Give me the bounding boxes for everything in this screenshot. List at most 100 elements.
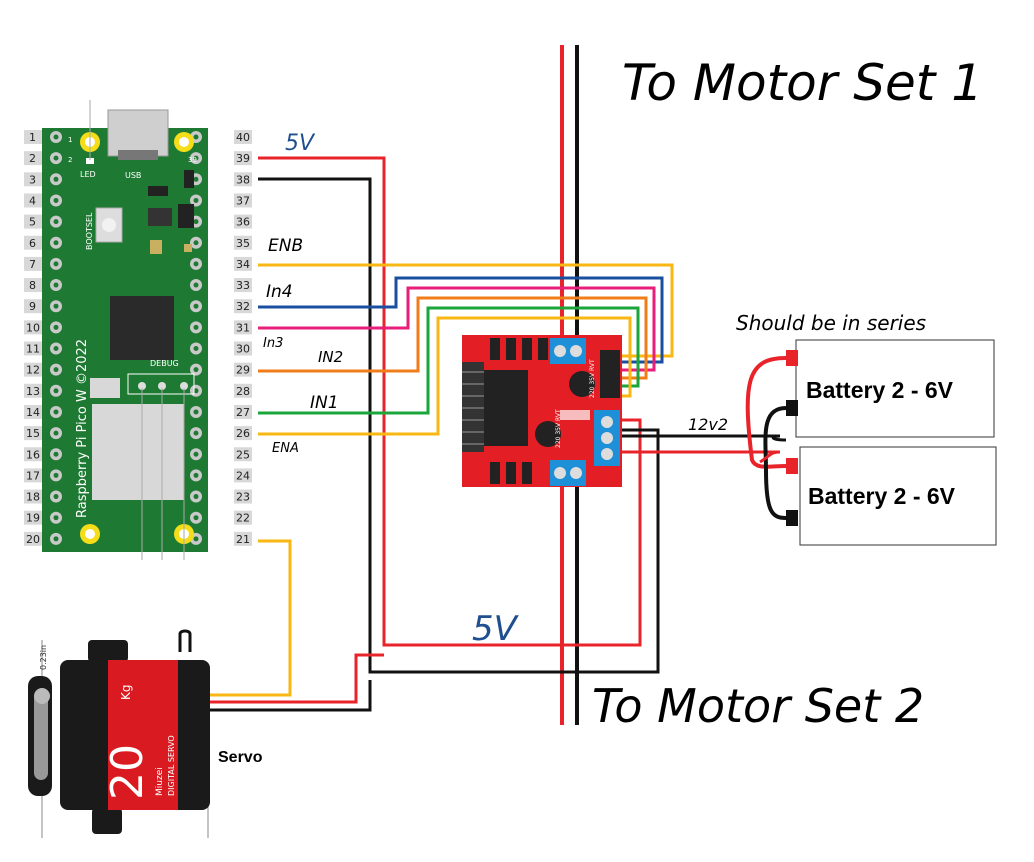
battery-2-label: Battery 2 - 6V <box>808 483 956 509</box>
svg-text:37: 37 <box>236 194 250 207</box>
svg-text:DEBUG: DEBUG <box>150 359 179 368</box>
svg-text:0.23in: 0.23in <box>39 645 48 670</box>
svg-text:22: 22 <box>236 512 250 525</box>
pin-25: 25 <box>190 447 252 462</box>
pin-19: 19 <box>24 510 62 525</box>
pin-21: 21 <box>190 531 252 546</box>
svg-text:38: 38 <box>236 173 250 186</box>
signal-wires <box>258 263 674 436</box>
rp2040-chip <box>110 296 174 360</box>
pin-35: 35 <box>190 235 252 250</box>
pin-9: 9 <box>24 299 62 314</box>
pin-31: 31 <box>190 320 252 335</box>
label-in2: IN2 <box>318 348 343 366</box>
batteries: Battery 2 - 6V Battery 2 - 6V <box>745 339 997 546</box>
pin-4: 4 <box>24 193 62 208</box>
pin-40: 40 <box>190 130 252 144</box>
svg-text:23: 23 <box>236 491 250 504</box>
pin-10: 10 <box>24 320 62 335</box>
svg-text:36: 36 <box>236 216 250 229</box>
svg-text:9: 9 <box>29 300 36 313</box>
pin-24: 24 <box>190 468 252 483</box>
svg-text:27: 27 <box>236 406 250 419</box>
pin-15: 15 <box>24 426 62 441</box>
svg-text:4: 4 <box>29 194 36 207</box>
motor-driver: 220 35V RVT 220 35V RVT <box>462 335 622 487</box>
battery-1-label: Battery 2 - 6V <box>806 377 954 403</box>
svg-text:20: 20 <box>102 744 153 800</box>
pin-16: 16 <box>24 447 62 462</box>
pin-27: 27 <box>190 404 252 419</box>
svg-text:1: 1 <box>29 131 36 144</box>
label-ena: ENA <box>272 441 299 456</box>
svg-text:Raspberry Pi Pico W ©2022: Raspberry Pi Pico W ©2022 <box>75 339 90 518</box>
svg-text:13: 13 <box>26 385 40 398</box>
svg-text:14: 14 <box>26 406 40 419</box>
pin-20: 20 <box>24 531 62 546</box>
battery-1 <box>795 339 995 438</box>
svg-text:10: 10 <box>26 321 40 334</box>
svg-text:USB: USB <box>125 171 141 180</box>
svg-text:220 35V RVT: 220 35V RVT <box>555 409 562 448</box>
svg-text:40: 40 <box>236 131 250 144</box>
svg-text:30: 30 <box>236 343 250 356</box>
svg-text:BOOTSEL: BOOTSEL <box>85 212 94 250</box>
svg-text:1: 1 <box>68 136 72 144</box>
svg-text:16: 16 <box>26 448 40 461</box>
svg-text:7: 7 <box>29 258 36 271</box>
pin-12: 12 <box>24 362 62 377</box>
svg-text:220 35V RVT: 220 35V RVT <box>589 359 596 398</box>
svg-text:6: 6 <box>29 237 36 250</box>
svg-text:3: 3 <box>29 173 36 186</box>
servo-label-band <box>108 660 178 810</box>
svg-text:19: 19 <box>26 512 40 525</box>
svg-text:11: 11 <box>26 343 40 356</box>
servo-label: Servo <box>218 749 263 766</box>
title-motor-set-1: To Motor Set 1 <box>622 54 983 112</box>
wifi-module <box>92 404 184 500</box>
pin-29: 29 <box>190 362 252 377</box>
pin-2: 2 <box>24 151 62 166</box>
svg-text:18: 18 <box>26 491 40 504</box>
svg-text:LED: LED <box>80 170 96 179</box>
pin-37: 37 <box>190 193 252 208</box>
pin-30: 30 <box>190 341 252 356</box>
svg-text:15: 15 <box>26 427 40 440</box>
servo: 0.23in 20 Kg Miuzei DIGITAL SERVO <box>28 629 210 838</box>
pin-13: 13 <box>24 383 62 398</box>
power-wires <box>210 156 780 712</box>
pin-5: 5 <box>24 214 62 229</box>
svg-text:Kg: Kg <box>119 685 133 701</box>
svg-text:39: 39 <box>236 152 250 165</box>
svg-text:34: 34 <box>236 258 250 271</box>
svg-text:2: 2 <box>29 152 36 165</box>
label-5v-bottom: 5V <box>472 609 520 649</box>
pin-26: 26 <box>190 426 252 441</box>
pin-22: 22 <box>190 510 252 525</box>
svg-text:21: 21 <box>236 533 250 546</box>
label-in1: IN1 <box>310 393 339 413</box>
battery-2 <box>799 446 997 546</box>
pin-8: 8 <box>24 278 62 293</box>
svg-text:DIGITAL SERVO: DIGITAL SERVO <box>167 735 176 796</box>
svg-text:12: 12 <box>26 364 40 377</box>
svg-text:28: 28 <box>236 385 250 398</box>
pin-23: 23 <box>190 489 252 504</box>
label-12v: 12v2 <box>688 415 728 434</box>
pin-18: 18 <box>24 489 62 504</box>
series-note: Should be in series <box>736 311 926 335</box>
label-5v-pico: 5V <box>285 131 316 156</box>
svg-text:32: 32 <box>236 300 250 313</box>
signal-labels: 5V ENB In4 In3 IN2 IN1 ENA 12v2 5V <box>263 131 728 649</box>
svg-text:20: 20 <box>26 533 40 546</box>
svg-text:Miuzei: Miuzei <box>155 767 165 796</box>
svg-text:29: 29 <box>236 364 250 377</box>
pin-14: 14 <box>24 404 62 419</box>
pin-34: 34 <box>190 256 252 271</box>
svg-text:25: 25 <box>236 448 250 461</box>
svg-text:33: 33 <box>236 279 250 292</box>
pin-38: 38 <box>190 172 252 187</box>
svg-text:26: 26 <box>236 427 250 440</box>
pin-32: 32 <box>190 299 252 314</box>
label-in3: In3 <box>263 336 283 351</box>
